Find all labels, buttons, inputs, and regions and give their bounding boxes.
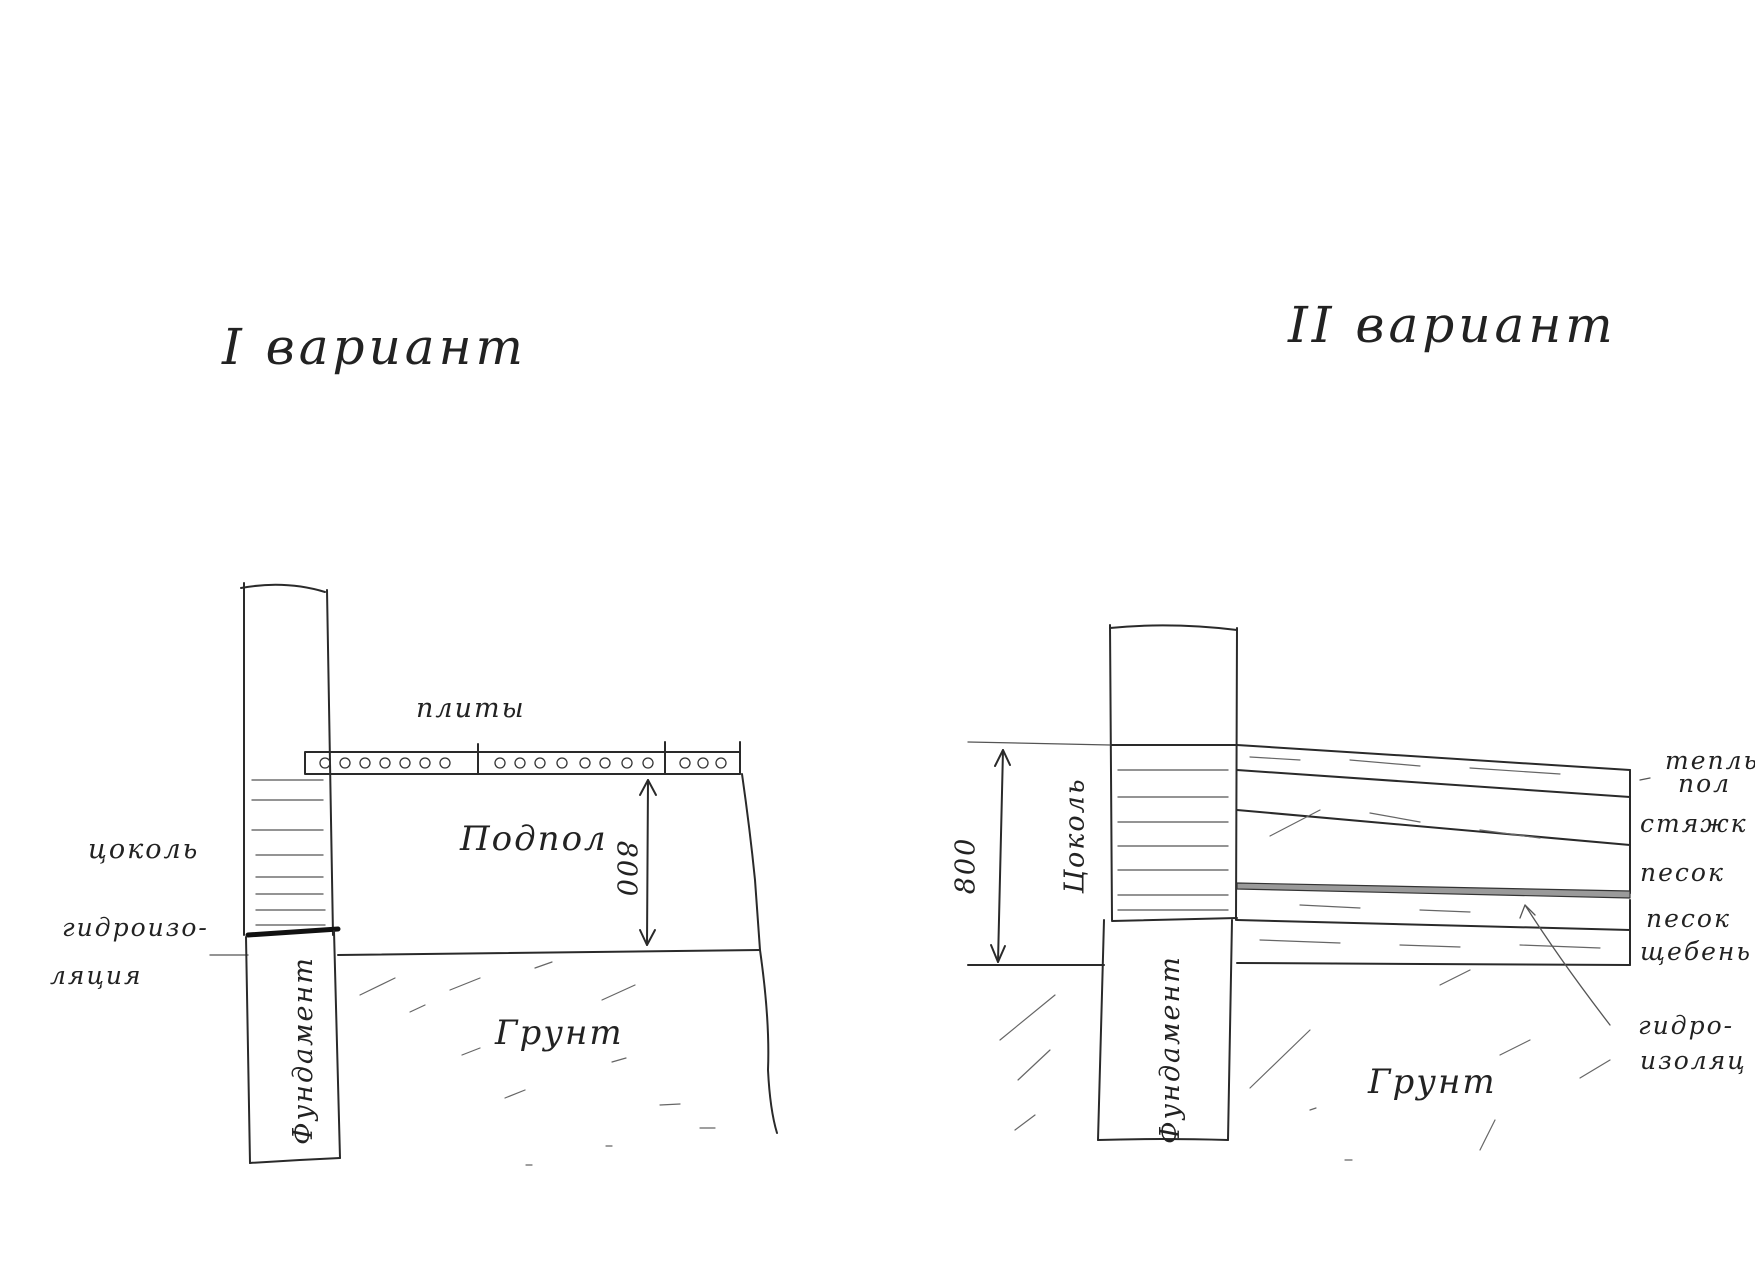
variant-2-label-leaders (1519, 777, 1651, 1026)
variant-1-soil-label: Грунт (495, 1013, 624, 1053)
variant-2-foundation-label: Фундамент (1154, 955, 1186, 1144)
variant-1-wall (240, 582, 334, 936)
variant-2-screed-label: стяжк (1640, 809, 1748, 838)
variant-1-foundation-label: Фундамент (287, 956, 319, 1145)
variant-2-foundation (1097, 919, 1233, 1141)
variant-2-floor-layers (1236, 744, 1631, 966)
variant-2-plinth-label: Цоколь (1059, 777, 1091, 894)
variant-1-waterproofing-line (245, 926, 341, 938)
variant-2-wall (1109, 624, 1238, 922)
variant-2-plinth-hatching (1117, 769, 1229, 911)
variant-1-slabs-label: плиты (416, 693, 526, 724)
variant-2-crushed-stone-label: щебень (1640, 937, 1752, 966)
variant-1-foundation (245, 930, 341, 1164)
variant-1-dimension-line (639, 779, 657, 946)
variant-2-soil-label: Грунт (1368, 1062, 1497, 1102)
variant-2-warm-floor-label-line1: теплы (1665, 746, 1755, 775)
variant-1-slab-voids (319, 757, 727, 769)
variant-1-slabs (304, 741, 741, 775)
variant-1-plinth-hatching (251, 799, 326, 926)
variant-1-underfloor-label: Подпол (460, 819, 608, 859)
variant-1-title: I вариант (222, 318, 527, 376)
variant-2-dimension-label: 800 (950, 836, 982, 895)
variant-2-dimension-line (967, 741, 1111, 963)
variant-2-layer-hatching (1249, 756, 1601, 949)
variant-1-dimension-label: 800 (610, 840, 642, 899)
variant-1-pit-right-edge (741, 773, 778, 1134)
variant-2-drawing (967, 624, 1651, 1161)
variant-2-soil-hatching (999, 969, 1611, 1161)
variant-2-waterproofing-label-line2: изоляц (1640, 1046, 1747, 1075)
variant-2-warm-floor-label-line2: пол (1678, 769, 1732, 798)
variant-2-waterproofing-label-line1: гидро- (1638, 1011, 1735, 1040)
variant-1-waterproofing-label-line1: гидроизо- (62, 913, 209, 942)
variant-1-soil-hatching (359, 961, 716, 1166)
variant-2-sand-label-1: песок (1640, 858, 1725, 887)
variant-1-drawing (209, 582, 778, 1166)
variant-1-ground-line (337, 949, 761, 956)
variant-2-sand-label-2: песок (1646, 904, 1731, 933)
variant-1-plinth-label: цоколь (88, 834, 200, 865)
variant-2-title: II вариант (1288, 296, 1617, 354)
variant-1-waterproofing-label-line2: ляция (50, 961, 143, 990)
